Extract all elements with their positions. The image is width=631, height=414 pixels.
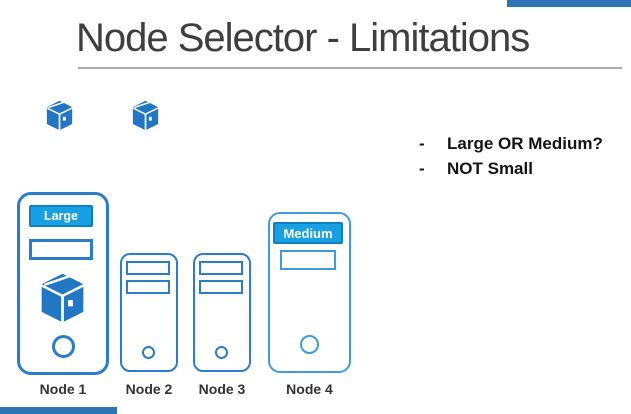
- bullet-text: NOT Small: [447, 159, 533, 178]
- node-2-tower: [120, 253, 178, 372]
- empty-slot: [280, 250, 336, 270]
- bullet-text: Large OR Medium?: [447, 134, 603, 153]
- bullet-item: - Large OR Medium?: [419, 131, 603, 156]
- slide-title: Node Selector - Limitations: [76, 16, 530, 60]
- empty-slot: [126, 261, 170, 275]
- node-4-label: Node 4: [286, 381, 333, 397]
- bullet-list: - Large OR Medium? - NOT Small: [419, 131, 603, 181]
- empty-slot: [126, 280, 170, 294]
- node-4-tower: Medium: [268, 212, 351, 373]
- node-2-label: Node 2: [125, 381, 173, 397]
- empty-slot: [29, 239, 93, 260]
- empty-slot: [199, 280, 243, 294]
- empty-slot: [199, 261, 243, 275]
- bullet-item: - NOT Small: [419, 156, 603, 181]
- accent-bar-bottom-left: [0, 407, 117, 414]
- power-button-icon: [52, 335, 75, 358]
- node-size-badge: Medium: [273, 222, 343, 244]
- accent-bar-top-right: [507, 0, 631, 7]
- title-divider: [78, 67, 622, 69]
- node-size-badge: Large: [29, 205, 93, 227]
- power-button-icon: [142, 346, 155, 359]
- node-3-label: Node 3: [198, 381, 246, 397]
- node-3-tower: [193, 253, 251, 372]
- bullet-marker: -: [419, 159, 425, 178]
- node-1-label: Node 1: [39, 381, 87, 397]
- power-button-icon: [300, 335, 319, 354]
- power-button-icon: [215, 346, 228, 359]
- pending-pod-icon: [46, 100, 73, 131]
- node-1-tower: Large: [17, 192, 109, 375]
- bullet-marker: -: [419, 134, 425, 153]
- scheduled-pod-icon: [40, 273, 85, 323]
- pending-pod-icon: [132, 100, 159, 131]
